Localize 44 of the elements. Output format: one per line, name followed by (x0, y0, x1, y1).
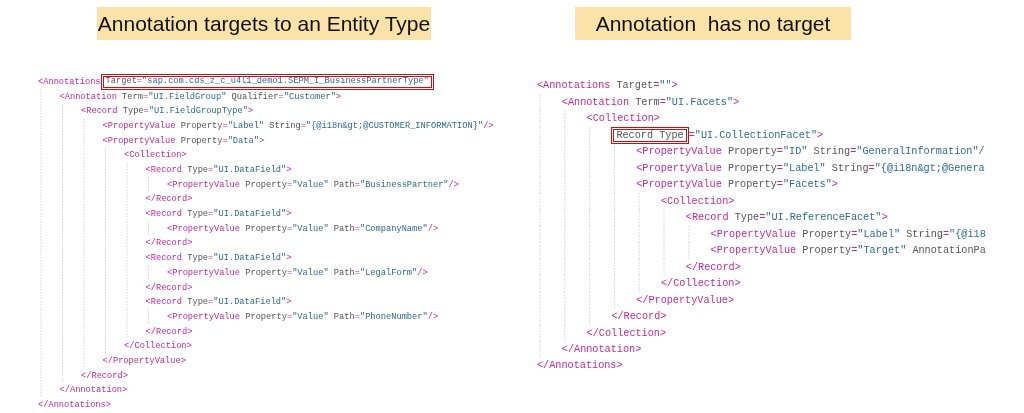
title-banner: Annotation targets to an Entity Type (97, 7, 431, 40)
code-line: </PropertyValue> (636, 294, 734, 306)
code-line: </Record> (685, 261, 741, 273)
code-line: <Record Type="UI.DataField"> (145, 209, 292, 220)
code-line: <PropertyValue Property="ID" String="GeneralInformation"/ (636, 146, 985, 158)
code-line: <Record Type="UI.DataField"> (145, 297, 292, 308)
code-line: <Record Type="UI.ReferenceFacet"> (685, 212, 888, 224)
code-line: <Record Type="UI.FieldGroupType"> (81, 106, 254, 117)
code-line: <PropertyValue Property="Label" String="{@i18n&gt;@Genera (636, 162, 985, 174)
code-line: </Collection> (586, 327, 667, 339)
code-line: <Annotations (38, 77, 101, 87)
code-line: <PropertyValue Property="Label" String="{@i18n&gt;@CUSTOMER_INFORMATION}"/> (102, 121, 494, 131)
title-banner: Annotation has no target (575, 7, 851, 40)
code-line: <Collection> (661, 195, 735, 207)
code-line: </Record> (145, 238, 193, 249)
highlight-box: Record Type (611, 126, 689, 144)
code-line: <PropertyValue Property="Data"> (102, 135, 265, 146)
code-line: <Collection> (124, 150, 187, 161)
code-line: </Record> (611, 311, 667, 323)
code-line: <Annotations Target=""> (537, 80, 678, 92)
code-line: </Annotation> (59, 385, 128, 396)
code-line: <PropertyValue Property="Facets"> (636, 179, 838, 191)
code-line: </Record> (145, 282, 193, 293)
code-line: <PropertyValue Property="Label" String="{@i18 (710, 228, 986, 240)
code-line: <Annotation Term="UI.Facets"> (561, 96, 740, 108)
code-line: <PropertyValue Property="Value" Path="BusinessPartner"/> (167, 179, 459, 190)
code-line: <PropertyValue Property="Value" Path="LegalForm"/> (167, 267, 428, 278)
code-line: <Record Type="UI.DataField"> (145, 253, 292, 264)
code-line: </Annotations> (38, 399, 111, 410)
code-line: </Annotation> (561, 344, 642, 355)
code-line: <PropertyValue Property="Value" Path="PhoneNumber"/> (167, 311, 439, 322)
code-line: <PropertyValue Property="Target" AnnotationPa (710, 245, 986, 257)
code-line: </Collection> (661, 278, 741, 290)
highlight-box: Target="sap.com.cds_z_c_u4l1_demo1.SEPM_I_BusinessPartnerType" (100, 74, 434, 90)
code-line: ="UI.CollectionFacet"> (688, 129, 824, 141)
code-line: <Record Type="UI.DataField"> (145, 165, 292, 176)
code-line: <Collection> (586, 113, 660, 125)
code-line: </Record> (145, 194, 193, 205)
code-line: </Collection> (124, 341, 192, 352)
code-line: </Annotations> (537, 360, 623, 372)
code-line: </Record> (81, 370, 128, 381)
code-line: <PropertyValue Property="Value" Path="CompanyName"/> (167, 223, 439, 234)
code-line: </PropertyValue> (102, 355, 186, 366)
code-line: </Record> (145, 326, 193, 337)
